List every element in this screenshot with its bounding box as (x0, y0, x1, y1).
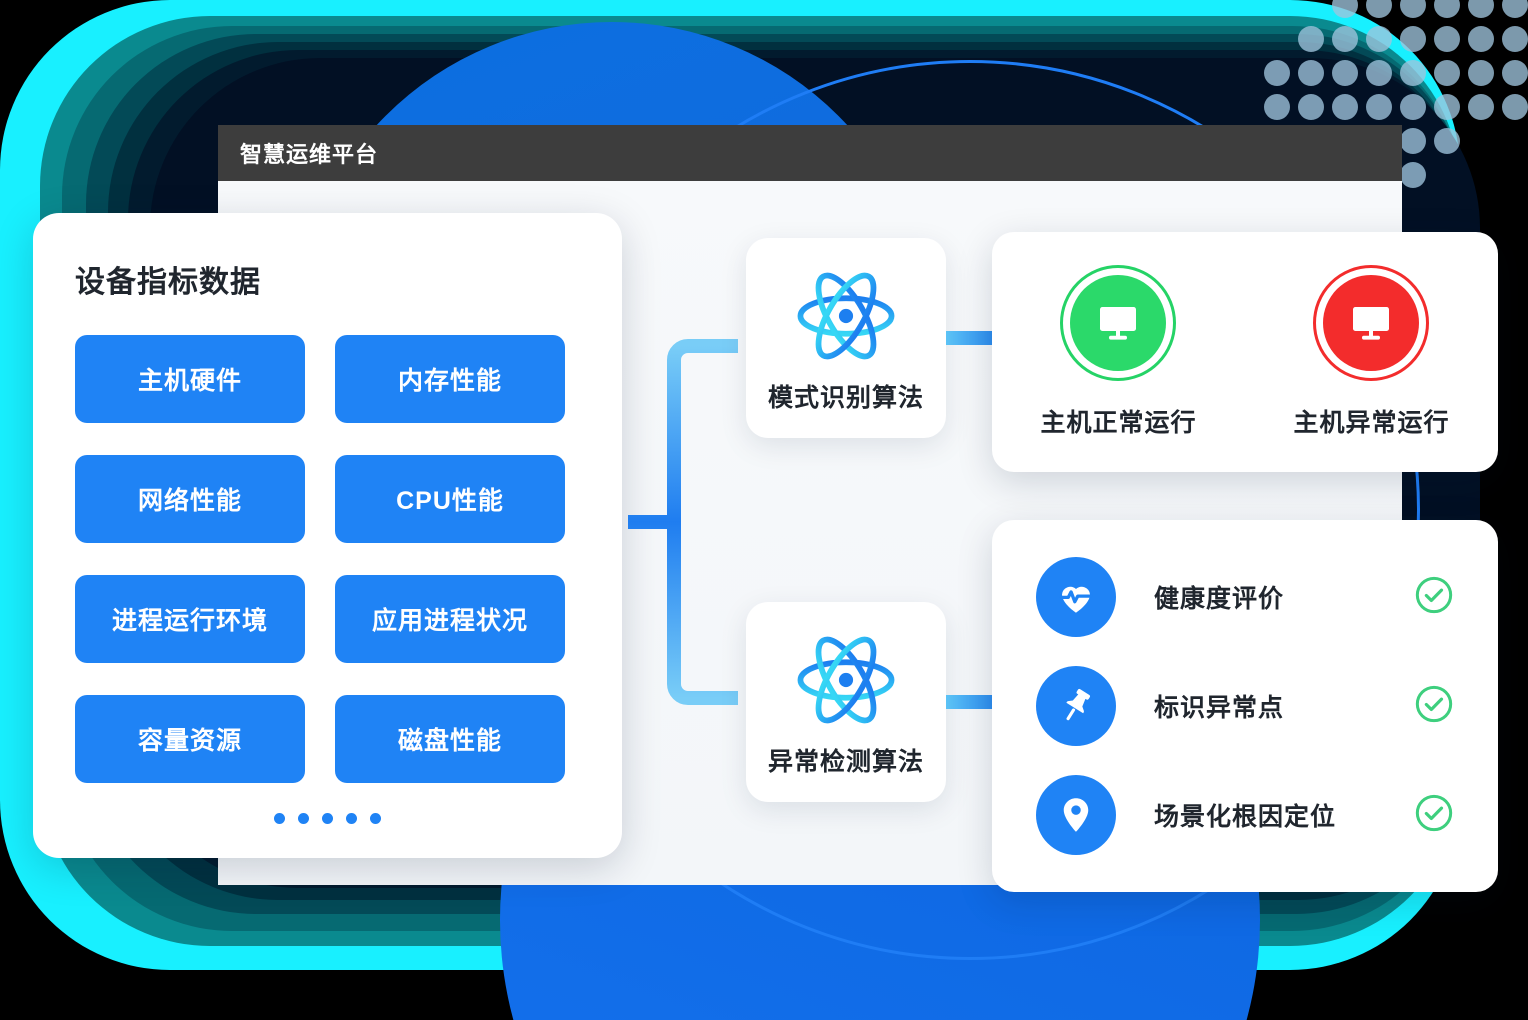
bg-dot (1434, 26, 1460, 52)
list-item[interactable]: 健康度评价 (1036, 554, 1454, 640)
bg-dot (1400, 128, 1426, 154)
bg-dot (1332, 94, 1358, 120)
metric-chip[interactable]: 内存性能 (335, 335, 565, 423)
metric-chip[interactable]: 主机硬件 (75, 335, 305, 423)
bg-dot (1298, 26, 1324, 52)
algorithm-card-label: 异常检测算法 (767, 748, 924, 776)
dot (322, 813, 333, 824)
status-ring (1060, 265, 1177, 381)
bg-dot (1264, 94, 1290, 120)
bg-dot (1264, 60, 1290, 86)
dot (274, 813, 285, 824)
metric-chip[interactable]: 容量资源 (75, 695, 305, 783)
status-item-normal[interactable]: 主机正常运行 (1040, 265, 1196, 439)
bracket-connector (628, 339, 738, 705)
monitor-icon (1100, 307, 1137, 340)
pushpin-icon (1036, 666, 1116, 746)
bg-dot (1434, 0, 1460, 18)
bg-dot (1434, 128, 1460, 154)
metric-chip[interactable]: CPU性能 (335, 455, 565, 543)
window-titlebar: 智慧运维平台 (218, 125, 1402, 181)
algorithm-card-anomaly-detection[interactable]: 异常检测算法 (746, 602, 946, 802)
dot (346, 813, 357, 824)
list-item-label: 标识异常点 (1154, 694, 1285, 722)
metric-chip[interactable]: 网络性能 (75, 455, 305, 543)
bg-dot (1400, 0, 1426, 18)
page-title: 设备指标数据 (75, 266, 261, 299)
bg-dot (1502, 94, 1528, 120)
bg-dot (1400, 26, 1426, 52)
atom-icon (797, 636, 895, 724)
heart-pulse-icon (1036, 557, 1116, 637)
metric-chip[interactable]: 磁盘性能 (335, 695, 565, 783)
location-pin-icon (1036, 775, 1116, 855)
host-status-card: 主机正常运行 主机异常运行 (992, 232, 1498, 472)
more-indicator (75, 813, 580, 824)
bg-dot (1468, 0, 1494, 18)
metric-chip[interactable]: 进程运行环境 (75, 575, 305, 663)
bg-dot (1298, 94, 1324, 120)
status-disc (1070, 275, 1167, 371)
dot (298, 813, 309, 824)
bg-dot (1502, 60, 1528, 86)
bg-dot (1366, 94, 1392, 120)
bg-dot (1434, 60, 1460, 86)
list-item[interactable]: 场景化根因定位 (1036, 772, 1454, 858)
window-title: 智慧运维平台 (240, 142, 379, 167)
status-ring (1313, 265, 1430, 381)
metric-chip[interactable]: 应用进程状况 (335, 575, 565, 663)
bg-dot (1332, 26, 1358, 52)
bg-dot (1400, 60, 1426, 86)
status-disc (1323, 275, 1420, 371)
capability-list-card: 健康度评价 标识异常点 (992, 520, 1498, 892)
bg-dot (1400, 94, 1426, 120)
list-item-label: 健康度评价 (1154, 585, 1285, 613)
check-circle-icon (1414, 575, 1454, 620)
bg-dot (1468, 60, 1494, 86)
bg-dot (1400, 162, 1426, 188)
bg-dot (1366, 0, 1392, 18)
list-item-label: 场景化根因定位 (1154, 803, 1337, 831)
bg-dot (1366, 60, 1392, 86)
atom-icon (797, 272, 895, 360)
dot (370, 813, 381, 824)
algorithm-card-label: 模式识别算法 (767, 384, 924, 412)
bg-dot (1298, 60, 1324, 86)
status-label: 主机正常运行 (1040, 409, 1197, 437)
device-metrics-panel: 设备指标数据 主机硬件内存性能网络性能 CPU性能进程运行环境应用进程状况容量资源… (33, 213, 622, 858)
bg-dot (1332, 60, 1358, 86)
bg-dot (1366, 26, 1392, 52)
check-circle-icon (1414, 793, 1454, 838)
bg-dot (1468, 94, 1494, 120)
monitor-icon (1353, 307, 1390, 340)
bg-dot (1468, 26, 1494, 52)
bg-dot (1434, 94, 1460, 120)
status-item-abnormal[interactable]: 主机异常运行 (1293, 265, 1449, 439)
metric-chip-grid: 主机硬件内存性能网络性能 CPU性能进程运行环境应用进程状况容量资源磁盘性能 (75, 335, 580, 783)
bg-dot (1502, 26, 1528, 52)
status-label: 主机异常运行 (1293, 409, 1450, 437)
bg-dot (1332, 0, 1358, 18)
check-circle-icon (1414, 684, 1454, 729)
list-item[interactable]: 标识异常点 (1036, 663, 1454, 749)
bg-dot (1502, 0, 1528, 18)
algorithm-card-pattern-recognition[interactable]: 模式识别算法 (746, 238, 946, 438)
